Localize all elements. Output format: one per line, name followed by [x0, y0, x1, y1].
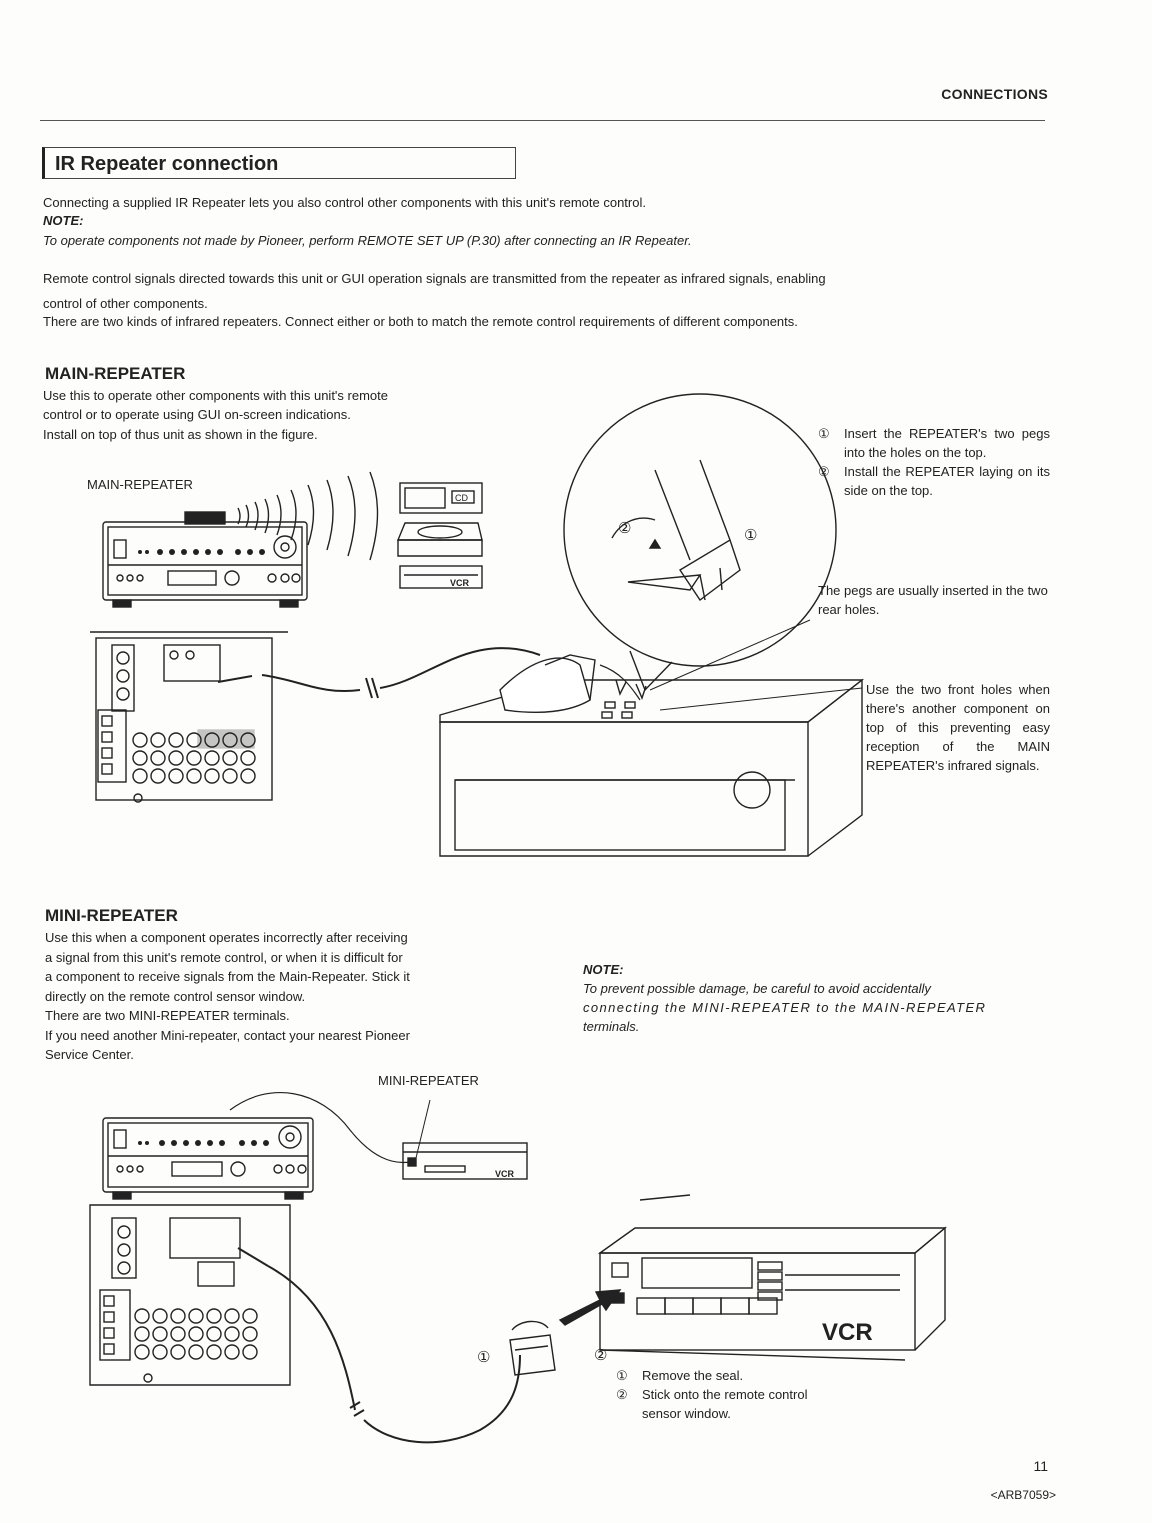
mini-step-1-number: ①	[616, 1368, 628, 1383]
main-repeater-steps: ① Insert the REPEATER's two pegs into th…	[818, 424, 1050, 500]
vcr-top-label: VCR	[450, 578, 470, 588]
main-repeater-desc-1: Use this to operate other components wit…	[43, 388, 388, 403]
receiver-front-illustration-2	[102, 1117, 314, 1200]
intro-note-label: NOTE:	[43, 213, 84, 228]
intro-para1-line2: control of other components.	[43, 296, 208, 311]
vcr-large-label: VCR	[822, 1319, 873, 1346]
mini-desc-2: a signal from this unit's remote control…	[45, 950, 403, 965]
vcr-small-label-2: VCR	[495, 1169, 515, 1179]
step-1-number: ①	[818, 426, 830, 441]
rear-panel-illustration-2	[89, 1204, 291, 1386]
vcr-small-illustration-2	[402, 1142, 528, 1180]
receiver-perspective-illustration	[439, 654, 865, 857]
rear-holes-leader	[649, 619, 811, 691]
mini-step-1-text: Remove the seal.	[642, 1368, 744, 1383]
mini-note-line-1: To prevent possible damage, be careful t…	[583, 981, 931, 996]
mini-repeater-device	[509, 1320, 556, 1376]
cd-player-illustration	[399, 482, 483, 514]
mini-repeater-title: MINI-REPEATER	[45, 906, 178, 925]
mini-step-2-number: ②	[616, 1387, 628, 1402]
receiver-front-illustration	[102, 511, 308, 608]
title-box	[42, 147, 516, 179]
signal-waves	[237, 471, 379, 561]
circle-1-label: ①	[744, 527, 757, 544]
main-repeater-desc-3: Install on top of thus unit as shown in …	[43, 427, 318, 442]
mini-step-2-text-1: Stick onto the remote control	[642, 1387, 808, 1402]
step-2-text: Install the REPEATER laying on its side …	[844, 464, 1050, 498]
turntable-illustration	[396, 522, 483, 557]
intro-para1-line1: Remote control signals directed towards …	[43, 271, 826, 286]
mini-circle-2: ②	[594, 1347, 607, 1364]
mini-circle-1: ①	[477, 1349, 490, 1366]
magnified-detail	[563, 393, 837, 692]
mini-desc-4: directly on the remote control sensor wi…	[45, 989, 306, 1004]
mini-label-leader	[415, 1099, 431, 1159]
intro-para2: There are two kinds of infrared repeater…	[43, 314, 798, 329]
section-header: CONNECTIONS	[941, 86, 1048, 102]
main-repeater-cable	[217, 647, 541, 699]
mini-note-line-2: connecting the MINI-REPEATER to the MAIN…	[583, 1000, 987, 1015]
mini-step-2: ② Stick onto the remote control	[616, 1385, 876, 1404]
page-title: IR Repeater connection	[55, 153, 279, 175]
rca-jacks	[132, 732, 256, 784]
main-repeater-title: MAIN-REPEATER	[45, 364, 186, 383]
rear-holes-note: The pegs are usually inserted in the two…	[818, 583, 1048, 617]
cd-label: CD	[455, 493, 468, 503]
step-1-text: Insert the REPEATER's two pegs into the …	[844, 426, 1050, 460]
mini-repeater-cable	[237, 1247, 521, 1444]
main-repeater-figure-label: MAIN-REPEATER	[87, 477, 193, 492]
mini-repeater-figure-label: MINI-REPEATER	[378, 1073, 479, 1088]
mini-desc-3: a component to receive signals from the …	[45, 969, 410, 984]
mini-desc-6: If you need another Mini-repeater, conta…	[45, 1028, 410, 1043]
mini-step-2-text-2: sensor window.	[642, 1406, 731, 1421]
circle-2-label: ②	[618, 520, 631, 537]
mini-repeater-steps: ① Remove the seal. ② Stick onto the remo…	[616, 1366, 876, 1423]
mini-desc-1: Use this when a component operates incor…	[45, 930, 408, 945]
front-holes-leader	[659, 687, 863, 711]
header-rule	[40, 120, 1045, 121]
main-step-1: ① Insert the REPEATER's two pegs into th…	[818, 424, 1050, 462]
intro-line: Connecting a supplied IR Repeater lets y…	[43, 195, 646, 210]
step-2-number: ②	[818, 464, 830, 479]
front-holes-note: Use the two front holes when there's ano…	[866, 682, 1050, 773]
mini-cable-top	[229, 1091, 411, 1164]
page-number: 11	[1033, 1458, 1048, 1474]
rear-panel-illustration	[90, 631, 288, 803]
mini-desc-7: Service Center.	[45, 1047, 134, 1062]
mini-step-2-cont: sensor window.	[616, 1404, 876, 1423]
main-repeater-desc-2: control or to operate using GUI on-scree…	[43, 407, 351, 422]
mini-note-label: NOTE:	[583, 962, 624, 977]
intro-note-text: To operate components not made by Pionee…	[43, 233, 692, 248]
mini-desc-5: There are two MINI-REPEATER terminals.	[45, 1008, 290, 1023]
vcr-small-illustration	[399, 565, 483, 589]
main-step-2: ② Install the REPEATER laying on its sid…	[818, 462, 1050, 500]
document-code: <ARB7059>	[990, 1488, 1056, 1502]
vcr-large-illustration	[597, 1194, 947, 1361]
mini-note-line-3: terminals.	[583, 1019, 640, 1034]
mini-step-1: ① Remove the seal.	[616, 1366, 876, 1385]
